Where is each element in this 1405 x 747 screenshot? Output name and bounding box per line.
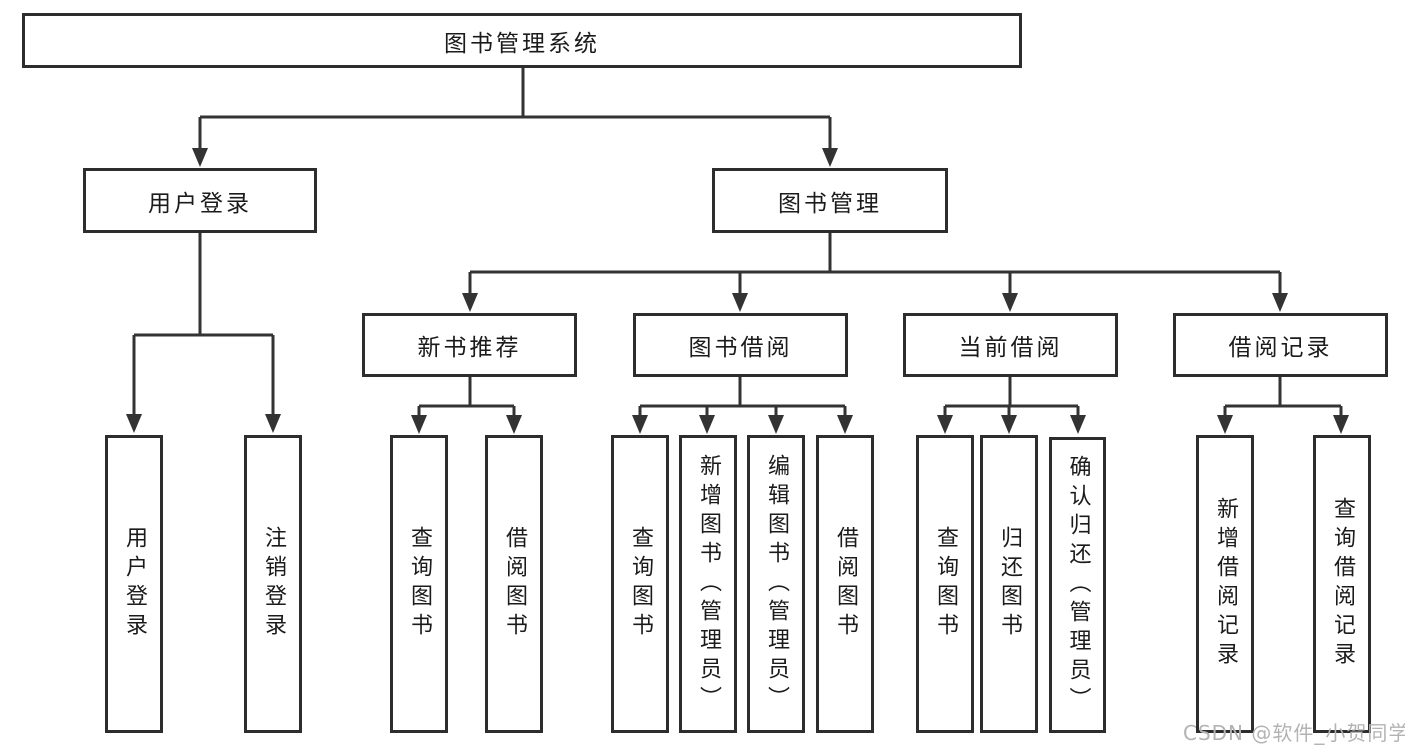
arrowheads-level3 xyxy=(462,293,1288,312)
leaf-user-login: 用户登录 xyxy=(105,435,163,733)
node-book-management: 图书管理 xyxy=(712,168,948,233)
node-label: 查询图书 xyxy=(407,526,432,642)
leaf-edit-books-admin: 编辑图书（管理员） xyxy=(747,435,805,733)
node-label: 图书管理 xyxy=(778,190,882,217)
edge-level3-branches xyxy=(417,377,1343,422)
leaf-logout: 注销登录 xyxy=(244,435,302,733)
node-label: 当前借阅 xyxy=(958,335,1063,361)
leaf-return-books: 归还图书 xyxy=(980,435,1038,733)
node-user-login: 用户登录 xyxy=(83,168,317,233)
node-book-borrowing: 图书借阅 xyxy=(633,313,848,377)
node-library-system-root: 图书管理系统 xyxy=(22,13,1022,68)
arrowheads-leaves xyxy=(411,415,1349,434)
node-label: 图书借阅 xyxy=(688,335,793,361)
arrowheads-level2 xyxy=(192,148,838,167)
edge-user-login-branch xyxy=(132,233,275,421)
node-borrowing-records: 借阅记录 xyxy=(1173,313,1388,377)
node-new-book-recommend: 新书推荐 xyxy=(362,313,577,377)
csdn-watermark: CSDN @软件_小贺同学 xyxy=(1183,721,1405,745)
leaf-query-borrow-record: 查询借阅记录 xyxy=(1313,435,1371,733)
leaf-add-books-admin: 新增图书（管理员） xyxy=(679,435,737,733)
node-label: 借阅图书 xyxy=(833,526,858,642)
node-label: 编辑图书（管理员） xyxy=(764,453,789,715)
leaf-query-books-recommend: 查询图书 xyxy=(390,435,448,733)
node-label: 确认归还（管理员） xyxy=(1065,454,1091,716)
node-label: 用户登录 xyxy=(122,526,147,642)
node-label: 新书推荐 xyxy=(417,335,522,361)
node-label: 查询图书 xyxy=(933,526,958,642)
leaf-confirm-return-admin: 确认归还（管理员） xyxy=(1049,437,1106,733)
leaf-borrow-books-recommend: 借阅图书 xyxy=(485,435,543,733)
node-label: 查询借阅记录 xyxy=(1330,497,1355,671)
node-label: 用户登录 xyxy=(148,190,252,217)
edge-book-mgmt-to-level3 xyxy=(468,233,1282,300)
edge-root-to-level2 xyxy=(198,68,832,155)
node-label: 注销登录 xyxy=(261,526,286,642)
node-label: 新增图书（管理员） xyxy=(696,453,721,715)
node-label: 借阅记录 xyxy=(1228,335,1333,361)
node-label: 查询图书 xyxy=(628,526,653,642)
node-current-borrowing: 当前借阅 xyxy=(903,313,1118,377)
leaf-query-books-borrow: 查询图书 xyxy=(611,435,669,733)
node-label: 图书管理系统 xyxy=(444,30,600,57)
node-label: 归还图书 xyxy=(997,526,1022,642)
leaf-query-books-current: 查询图书 xyxy=(916,435,974,733)
leaf-add-borrow-record: 新增借阅记录 xyxy=(1196,435,1254,733)
node-label: 借阅图书 xyxy=(502,526,527,642)
leaf-borrow-books: 借阅图书 xyxy=(816,435,874,733)
arrowheads-user-login-branch xyxy=(126,414,281,433)
node-label: 新增借阅记录 xyxy=(1213,497,1238,671)
